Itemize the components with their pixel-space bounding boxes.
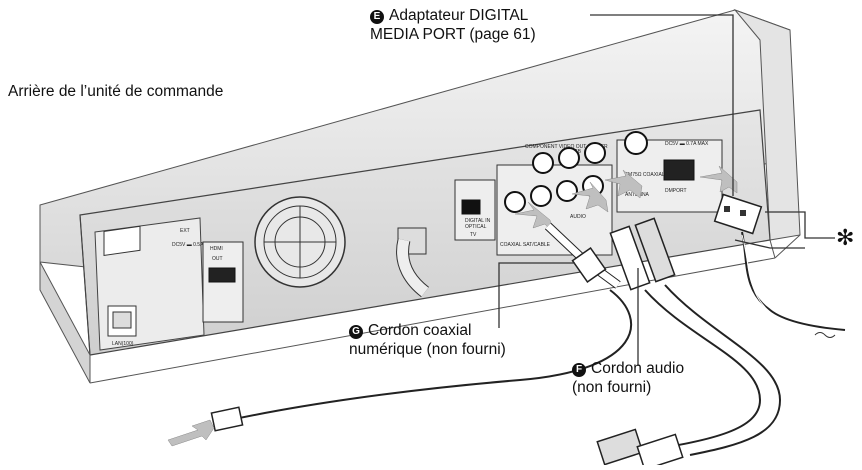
power-cord <box>396 227 430 298</box>
audio-label-line1: Cordon audio <box>591 360 685 377</box>
av-ports: COMPONENT VIDEO OUT Y PB/CB PR/CR COAXIA… <box>496 142 613 256</box>
audio-label: AUDIO <box>570 214 586 220</box>
ext-dc-label: DC5V ▬ 0.5A MAX <box>172 242 216 248</box>
dmport-dc-label: DC5V ▬ 0.7A MAX <box>665 141 709 147</box>
antenna-dmport-ports: FM75Ω COAXIAL ANTENNA DC5V ▬ 0.7A MAX DM… <box>616 131 723 213</box>
coax-label-line2: numérique (non fourni) <box>349 341 506 358</box>
adapter-label-line2: MEDIA PORT (page 61) <box>370 26 536 43</box>
hdmi-label: HDMI <box>210 246 223 252</box>
audio-label: F Cordon audio (non fourni) <box>572 359 684 397</box>
ext-label: EXT <box>180 228 190 234</box>
rear-panel-title: Arrière de l’unité de commande <box>8 83 224 100</box>
component-video-label: COMPONENT VIDEO OUT <box>525 144 586 150</box>
direction-arrow <box>167 419 215 447</box>
coax-label: G Cordon coaxial numérique (non fourni) <box>349 321 506 359</box>
coax-badge: G <box>349 325 363 339</box>
asterisk-leader-1 <box>765 211 835 239</box>
fan-grille <box>254 196 346 288</box>
lan-label: LAN(100) <box>112 341 134 347</box>
digital-in-ports: DIGITAL IN OPTICAL TV <box>454 179 496 241</box>
adapter-badge: E <box>370 10 384 24</box>
audio-badge: F <box>572 363 586 377</box>
audio-label-line2: (non fourni) <box>572 379 652 396</box>
unit-right-side <box>733 8 801 241</box>
insertion-arrows <box>514 165 738 237</box>
dmport-adapter <box>713 193 846 338</box>
fm-coaxial-label: FM75Ω COAXIAL <box>625 172 665 178</box>
coax-label-line1: Cordon coaxial <box>368 322 472 339</box>
asterisk-mark: ✻ <box>836 225 855 250</box>
adapter-label-line1: Adaptateur DIGITAL <box>389 7 529 24</box>
dmport-label: DMPORT <box>665 188 687 194</box>
tv-label: TV <box>470 232 477 238</box>
adapter-leader <box>590 14 734 196</box>
leader-lines <box>498 14 835 366</box>
hdmi-out-label: OUT <box>212 256 223 262</box>
asterisk-leader-2 <box>734 239 805 249</box>
digital-in-label: DIGITAL IN <box>465 218 491 224</box>
optical-label: OPTICAL <box>465 224 487 230</box>
audio-cable <box>596 217 782 470</box>
adapter-label: E Adaptateur DIGITAL MEDIA PORT (page 61) <box>370 6 536 44</box>
left-ports: EXT DC5V ▬ 0.5A MAX LAN(100) HDMI OUT <box>94 217 244 351</box>
coaxial-cable <box>167 222 633 447</box>
coaxial-sat-label: COAXIAL SAT/CABLE <box>500 242 551 248</box>
coax-leader <box>498 262 575 328</box>
